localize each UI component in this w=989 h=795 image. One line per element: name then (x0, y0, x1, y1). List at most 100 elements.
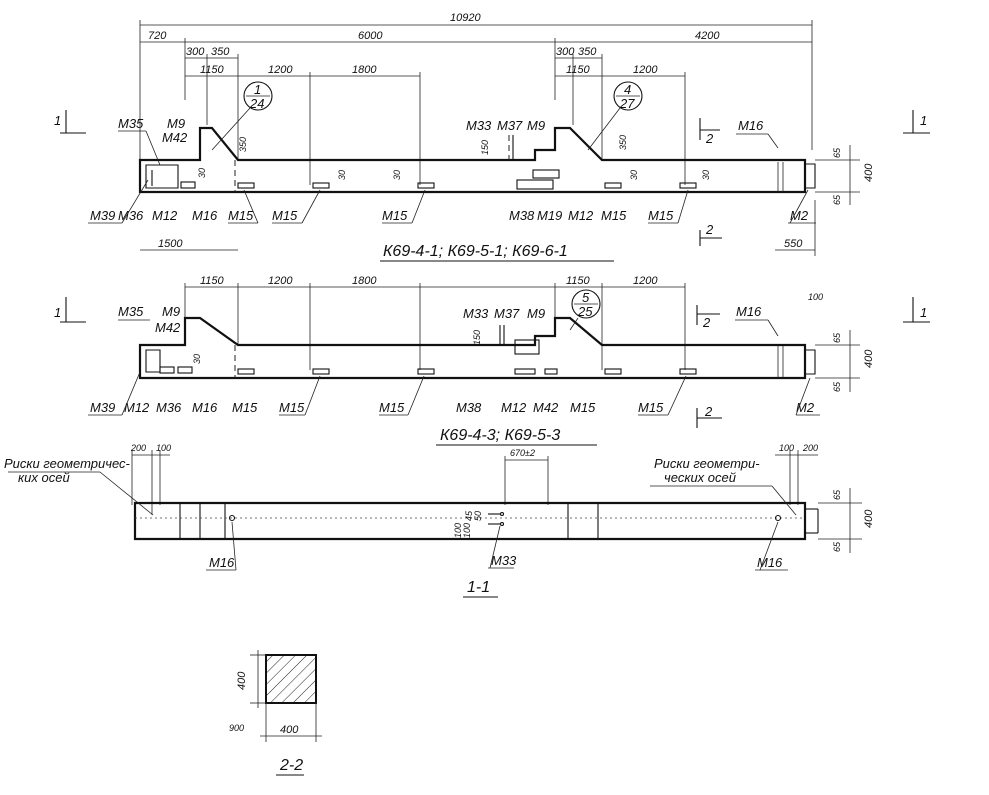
section-width: 400 (280, 724, 299, 736)
v2-label-m15e: М15 (638, 400, 664, 415)
v1-label-m15c: М15 (382, 208, 408, 223)
svg-text:2: 2 (704, 404, 713, 419)
dim-30-e: 30 (701, 170, 711, 180)
svg-text:1: 1 (920, 305, 927, 320)
v2-dim-1150a: 1150 (200, 275, 225, 287)
v1-label-m16b: М16 (192, 208, 218, 223)
v3-label-m33: М33 (491, 553, 517, 568)
v2-label-m42: М42 (155, 320, 181, 335)
dim-1200-right: 1200 (633, 64, 658, 76)
v1-label-m19: М19 (537, 208, 562, 223)
dim-65-top-1: 65 (832, 147, 842, 158)
v2-label-m2: М2 (796, 400, 815, 415)
v2-label-m36: М36 (156, 400, 182, 415)
beam-outline-3 (133, 501, 807, 541)
v2-label-m16b: М16 (192, 400, 218, 415)
dim-150-v: 150 (480, 140, 490, 155)
v1-label-m15d: М15 (601, 208, 627, 223)
overall-dim: 10920 (450, 12, 481, 24)
svg-text:2: 2 (705, 131, 714, 146)
dim-30-b: 30 (337, 170, 347, 180)
v2-dim-1200a: 1200 (268, 275, 293, 287)
v1-label-m9: М9 (167, 116, 185, 131)
v1-label-m39: М39 (90, 208, 115, 223)
v1-label-m35: М35 (118, 116, 144, 131)
dim-350-v-right: 350 (618, 135, 628, 150)
v2-label-m15a: М15 (232, 400, 258, 415)
v2-label-m9b: М9 (527, 306, 545, 321)
v2-label-m12: М12 (124, 400, 150, 415)
section-2-2: 400 400 900 2-2 (229, 650, 322, 776)
v2-label-m15b: М15 (279, 400, 305, 415)
v3-dim-50: 50 (473, 511, 483, 521)
v3-dim-200-left: 200 (130, 443, 146, 453)
view1-elevation: 10920 720 6000 4200 300 350 1150 1200 18… (88, 12, 875, 262)
v2-dim-1800: 1800 (352, 275, 377, 287)
dim-4200: 4200 (695, 30, 720, 42)
svg-text:1: 1 (54, 113, 61, 128)
v2-label-m42b: М42 (533, 400, 559, 415)
svg-text:1: 1 (54, 305, 61, 320)
dim-350-v-left: 350 (238, 137, 248, 152)
section-title: 2-2 (279, 757, 303, 774)
v3-note-right-1: Риски геометри- (654, 456, 760, 471)
v2-dim-30: 30 (192, 354, 202, 364)
v1-label-m15b: М15 (272, 208, 298, 223)
v3-dim-200-right: 200 (802, 443, 818, 453)
section-mark: 900 (229, 723, 244, 733)
dim-400-1: 400 (863, 163, 875, 182)
v1-label-m38: М38 (509, 208, 535, 223)
v3-dim-100-left: 100 (156, 443, 171, 453)
dim-1200-left: 1200 (268, 64, 293, 76)
v2-label-m38: М38 (456, 400, 482, 415)
v2-dim-1150b: 1150 (566, 275, 591, 287)
v3-label-m16b: М16 (757, 555, 783, 570)
dim-720: 720 (148, 30, 167, 42)
v2-dim-65-bot: 65 (832, 381, 842, 392)
callout3-num: 5 (582, 290, 590, 305)
dim-30-c: 30 (392, 170, 402, 180)
v3-dim-100-right: 100 (779, 443, 794, 453)
dim-550: 550 (784, 238, 803, 250)
v1-label-m12b: М12 (568, 208, 594, 223)
v2-label-m12b: М12 (501, 400, 527, 415)
v2-dim-65-top: 65 (832, 332, 842, 343)
v3-dim-400: 400 (863, 509, 875, 528)
dim-300-right: 300 (556, 46, 575, 58)
view2-elevation: 1150 1200 1800 1150 1200 100 150 30 65 4… (88, 275, 875, 446)
callout2-den: 27 (619, 96, 635, 111)
v3-dim-45: 45 (464, 510, 474, 521)
v1-label-m15e: М15 (648, 208, 674, 223)
v2-dim-100: 100 (808, 292, 823, 302)
dim-30-a: 30 (197, 168, 207, 178)
view2-title: К69-4-3; К69-5-3 (440, 427, 560, 444)
dim-6000: 6000 (358, 30, 383, 42)
v2-label-m15d: М15 (570, 400, 596, 415)
v1-label-m36: М36 (118, 208, 144, 223)
dim-65-bot-1: 65 (832, 194, 842, 205)
section-markers: 1 1 2 2 1 1 2 2 (54, 110, 930, 428)
dim-30-d: 30 (629, 170, 639, 180)
v1-label-m9b: М9 (527, 118, 545, 133)
v3-dim-65-bot: 65 (832, 541, 842, 552)
v3-note-right-2: ческих осей (664, 470, 736, 485)
v2-dim-1200b: 1200 (633, 275, 658, 287)
dim-350-right: 350 (578, 46, 597, 58)
v1-label-m37: М37 (497, 118, 523, 133)
v2-label-m9: М9 (162, 304, 180, 319)
v2-label-m16: М16 (736, 304, 762, 319)
v1-label-m12: М12 (152, 208, 178, 223)
svg-text:2: 2 (702, 315, 711, 330)
v1-label-m33: М33 (466, 118, 492, 133)
v3-dim-100b: 100 (462, 523, 472, 538)
v2-label-m37: М37 (494, 306, 520, 321)
v2-label-m35: М35 (118, 304, 144, 319)
v3-note-left-1: Риски геометричес- (4, 456, 131, 471)
v1-label-m15a: М15 (228, 208, 254, 223)
dim-1150-left: 1150 (200, 64, 225, 76)
dim-1150-right: 1150 (566, 64, 591, 76)
v1-label-m42: М42 (162, 130, 188, 145)
v1-label-m16: М16 (738, 118, 764, 133)
